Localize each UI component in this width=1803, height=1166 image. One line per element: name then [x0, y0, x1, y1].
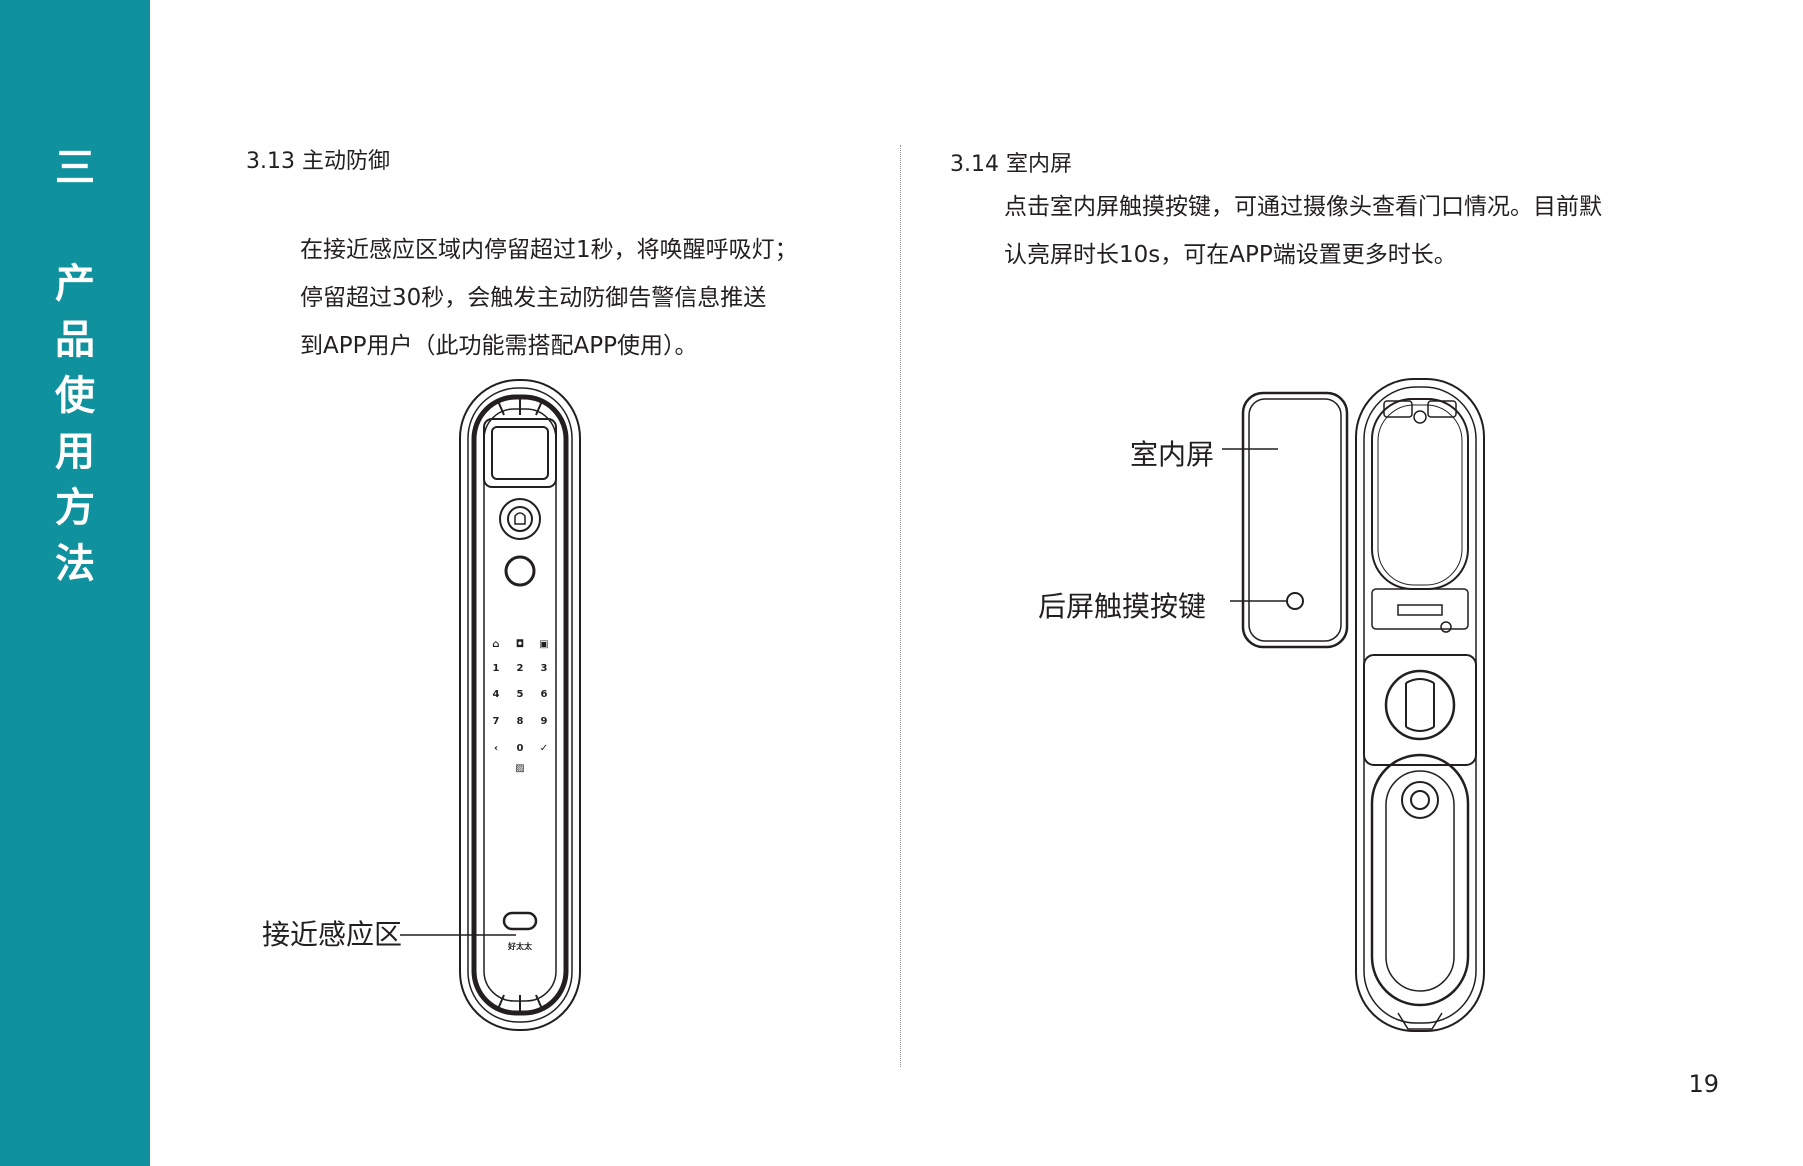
home-icon: ⌂ [492, 639, 499, 650]
keypad-key: ‹ [494, 743, 498, 754]
chapter-title-char: 品 [55, 317, 95, 363]
camera-window [483, 418, 557, 488]
keypad-key: 7 [493, 716, 500, 727]
callout-rear-touch-button: 后屏触摸按键 [1038, 590, 1207, 623]
paragraph-line: 停留超过30秒，会触发主动防御告警信息推送 [300, 285, 767, 311]
indoor-screen-panel [1241, 391, 1349, 649]
callout-proximity-area: 接近感应区 [262, 918, 403, 951]
chapter-sidebar: 三 产 品 使 用 方 法 [0, 0, 150, 1166]
callout-line-rear-touch-button [1230, 600, 1286, 602]
keypad-key: 0 [517, 743, 524, 754]
fingerprint-sensor [504, 555, 536, 587]
front-lock-illustration: ⌂ ◘ ▣ 1 2 3 4 5 6 7 8 9 ‹ 0 ✓ ▨ 好太太 [459, 379, 581, 1031]
keypad-key: 8 [517, 716, 524, 727]
rear-touch-button [1286, 592, 1304, 610]
paragraph-line: 到APP用户（此功能需搭配APP使用）。 [300, 333, 698, 359]
paragraph-line: 点击室内屏触摸按键，可通过摄像头查看门口情况。目前默 [1004, 194, 1602, 220]
keypad-key: 9 [541, 716, 548, 727]
doorbell-button [499, 498, 541, 540]
keypad-key: 6 [541, 689, 548, 700]
chapter-number: 三 [55, 145, 95, 191]
keypad-key: 3 [541, 663, 548, 674]
chapter-title-char: 使 [55, 373, 95, 419]
chapter-title-char: 方 [55, 485, 95, 531]
chapter-title-char: 产 [55, 261, 95, 307]
indoor-screen-description: 点击室内屏触摸按键，可通过摄像头查看门口情况。目前默 认亮屏时长10s，可在AP… [1004, 183, 1602, 279]
interior-lock-illustration [1355, 378, 1485, 1032]
page-number: 19 [1688, 1070, 1719, 1098]
callout-line-indoor-screen [1222, 448, 1278, 450]
keypad-key: 1 [493, 663, 500, 674]
section-title-indoor-screen: 3.14 室内屏 [950, 152, 1072, 177]
active-defense-description: 在接近感应区域内停留超过1秒，将唤醒呼吸灯； 停留超过30秒，会触发主动防御告警… [300, 226, 798, 370]
paragraph-line: 认亮屏时长10s，可在APP端设置更多时长。 [1004, 242, 1457, 268]
keypad: ⌂ ◘ ▣ 1 2 3 4 5 6 7 8 9 ‹ 0 ✓ ▨ 好太太 [492, 639, 548, 951]
unlock-icon: ▣ [539, 639, 548, 650]
brand-logo: 好太太 [507, 941, 533, 951]
keypad-key: 4 [493, 689, 500, 700]
keypad-key: 5 [517, 689, 524, 700]
callout-line-proximity [400, 934, 516, 936]
paragraph-line: 在接近感应区域内停留超过1秒，将唤醒呼吸灯； [300, 237, 798, 263]
column-divider [900, 145, 901, 1067]
proximity-sensor [502, 911, 538, 931]
card-reader-icon: ▨ [515, 763, 524, 774]
chapter-heading: 三 产 品 使 用 方 法 [0, 140, 150, 592]
section-title-active-defense: 3.13 主动防御 [246, 149, 390, 174]
lock-outer-body [459, 379, 581, 1031]
callout-indoor-screen: 室内屏 [1130, 438, 1215, 471]
lock-icon: ◘ [516, 639, 524, 650]
chapter-title-char: 用 [55, 429, 95, 475]
keypad-key: ✓ [540, 743, 548, 754]
keypad-key: 2 [517, 663, 524, 674]
chapter-title-char: 法 [55, 541, 95, 587]
